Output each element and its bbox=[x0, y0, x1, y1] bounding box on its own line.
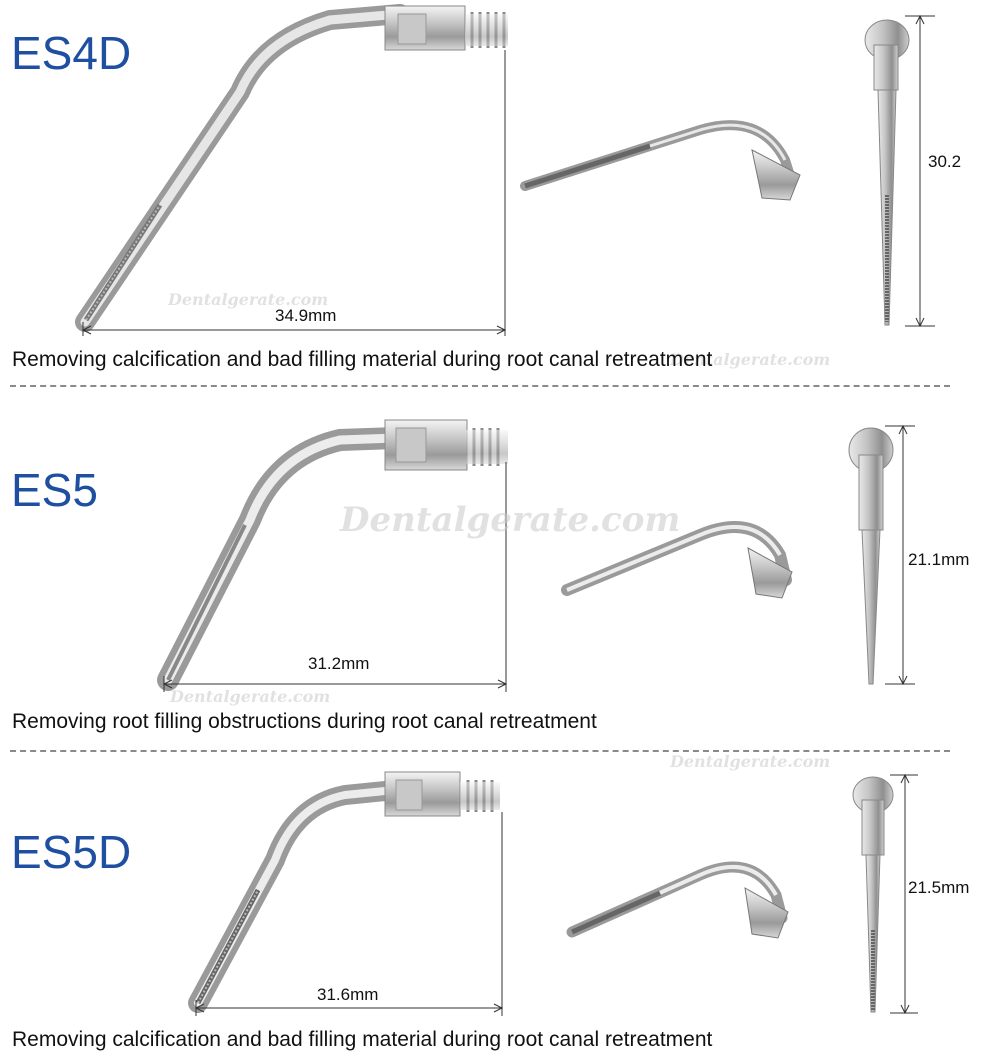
watermark: Dentalgerate.com bbox=[670, 350, 831, 369]
es5-height-dimension-lines bbox=[885, 424, 915, 686]
es5d-side-view-tip bbox=[188, 771, 500, 1013]
es5d-height-dimension-lines bbox=[890, 773, 918, 1015]
length-measurement-es5d: 31.6mm bbox=[317, 985, 379, 1004]
watermark: Dentalgerate.com bbox=[670, 752, 831, 771]
usage-caption-es5: Removing root filling obstructions durin… bbox=[12, 710, 597, 733]
es5-length-dimension-lines bbox=[162, 462, 508, 692]
length-measurement-es5: 31.2mm bbox=[308, 654, 370, 673]
es5d-perspective-view-tip bbox=[566, 861, 789, 939]
model-name-es4d: ES4D bbox=[11, 27, 132, 79]
section-divider bbox=[10, 385, 950, 387]
es5d-front-view-tip bbox=[852, 776, 894, 1013]
es5d-length-dimension-lines bbox=[194, 812, 504, 1016]
height-measurement-es5: 21.1mm bbox=[908, 550, 970, 569]
height-measurement-es5d: 21.5mm bbox=[908, 878, 970, 897]
usage-caption-es5d: Removing calcification and bad filling m… bbox=[12, 1028, 713, 1051]
model-name-es5: ES5 bbox=[11, 464, 98, 516]
watermark: Dentalgerate.com bbox=[168, 290, 329, 309]
length-measurement-es4d: 34.9mm bbox=[275, 306, 337, 325]
watermark: Dentalgerate.com bbox=[170, 687, 331, 706]
section-divider bbox=[10, 750, 950, 752]
es4d-height-dimension-lines bbox=[905, 14, 935, 328]
es4d-side-view-tip bbox=[75, 4, 508, 332]
height-measurement-es4d: 30.2 bbox=[928, 152, 962, 171]
es5-side-view-tip bbox=[157, 419, 508, 691]
es5-perspective-view-tip bbox=[561, 521, 793, 599]
es4d-perspective-view-tip bbox=[520, 120, 801, 201]
model-name-es5d: ES5D bbox=[11, 826, 132, 878]
es4d-length-dimension-lines bbox=[81, 50, 507, 336]
watermark: Dentalgerate.com bbox=[340, 500, 681, 540]
usage-caption-es4d: Removing calcification and bad filling m… bbox=[12, 348, 713, 371]
es5-front-view-tip bbox=[848, 427, 894, 685]
es4d-front-view-tip bbox=[864, 19, 910, 326]
